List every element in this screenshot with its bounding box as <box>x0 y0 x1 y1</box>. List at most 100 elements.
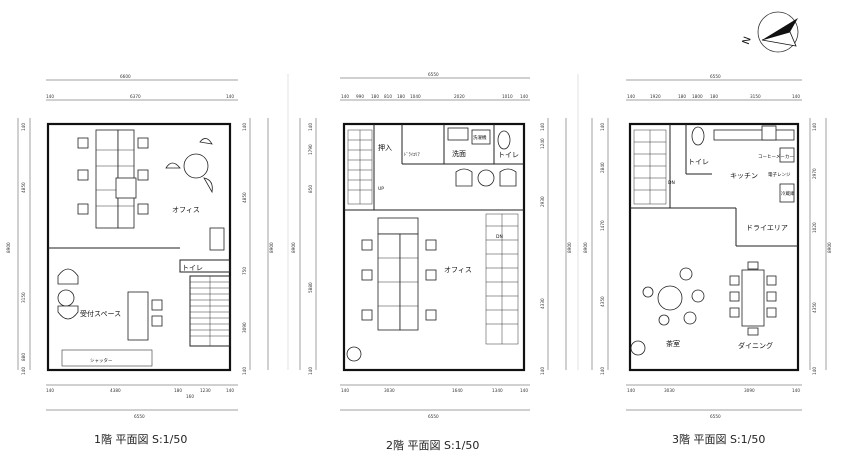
f2-top-sub-6: 2020 <box>454 94 465 99</box>
f2-toilet-bowl <box>497 130 511 150</box>
f1-left-sub-0: 140 <box>21 123 26 131</box>
f3-room-kitchen: キッチン <box>730 172 758 180</box>
f1-meeting-table <box>165 138 213 194</box>
f1-bottom-sub-3: 1230 <box>200 388 211 393</box>
f3-top-overall: 6550 <box>710 74 721 79</box>
f2-room-closet: 押入 <box>378 143 392 152</box>
f2-staircase-up <box>347 129 373 205</box>
f3-room-tea: 茶室 <box>666 339 680 348</box>
f1-side-table <box>57 289 75 307</box>
f3-caption: 3階 平面図 S:1/50 <box>672 432 765 446</box>
f3-right-sub-3: 4350 <box>812 302 817 313</box>
f2-top-sub-0: 140 <box>341 94 349 99</box>
f3-outer-wall <box>628 122 800 372</box>
f2-left-sub-4: 140 <box>308 367 313 375</box>
f3-bottom-sub-3: 140 <box>792 388 800 393</box>
f1-top-sub-0: 140 <box>46 94 54 99</box>
f2-top-sub-7: 1010 <box>502 94 513 99</box>
f1-left-sub-1: 4850 <box>21 182 26 193</box>
f2-right-overall: 8900 <box>567 242 572 253</box>
f3-fridge <box>779 183 795 203</box>
f3-top-sub-0: 140 <box>627 94 635 99</box>
f2-top-sub-5: 1040 <box>410 94 421 99</box>
f2-bottom-sub-0: 140 <box>341 388 349 393</box>
f3-right-sub-4: 140 <box>812 367 817 375</box>
f1-right-sub-3: 3090 <box>242 322 247 333</box>
f1-armchair-bottom <box>57 305 79 320</box>
f2-left-overall: 8900 <box>291 242 296 253</box>
f2-up-label: UP <box>378 186 384 192</box>
f3-top-sub-6: 140 <box>792 94 800 99</box>
f2-top-sub-2: 180 <box>371 94 379 99</box>
f1-right-sub-2: 750 <box>242 267 247 275</box>
f2-room-office: オフィス <box>444 266 472 274</box>
f3-top-sub-2: 180 <box>678 94 686 99</box>
f1-left-sub-4: 140 <box>21 367 26 375</box>
north-arrow-icon: N <box>741 11 799 53</box>
f2-top-sub-8: 140 <box>520 94 528 99</box>
f3-top-sub-4: 180 <box>710 94 718 99</box>
f2-left-sub-3: 5880 <box>308 282 313 293</box>
f1-left-sub-3: 880 <box>21 353 26 361</box>
f2-washer-label: 洗濯機 <box>473 134 487 141</box>
f3-top-sub-5: 3150 <box>750 94 761 99</box>
f2-bottom-sub-2: 1640 <box>452 388 463 393</box>
f1-left-overall: 8900 <box>6 242 11 253</box>
f1-bottom-overall: 6550 <box>134 414 145 419</box>
f3-right-sub-1: 2970 <box>812 168 817 179</box>
f3-top-sub-1: 1920 <box>650 94 661 99</box>
f1-right-sub-0: 140 <box>242 123 247 131</box>
f2-left-sub-1: 1790 <box>308 144 313 155</box>
f2-dn-label: DN <box>496 234 503 240</box>
f2-caption: 2階 平面図 S:1/50 <box>386 438 479 452</box>
f1-desk-cluster <box>77 129 149 229</box>
f1-top-overall: 6600 <box>120 74 131 79</box>
floor-1-plan: 6600 140 6370 140 140 4380 180 1230 140 … <box>6 74 274 446</box>
f3-room-toilet: トイレ <box>688 158 709 166</box>
f1-bottom-extra: 160 <box>186 394 194 399</box>
f2-desk-cluster <box>361 217 437 331</box>
f2-plant-icon <box>346 346 362 362</box>
f2-right-sub-2: 2930 <box>540 196 545 207</box>
f2-bottom-sub-4: 140 <box>520 388 528 393</box>
f3-coffee-label: コーヒーメーカー <box>758 154 794 160</box>
f3-tea-room-lounge <box>642 267 705 326</box>
f3-left-sub-2: 1470 <box>600 220 605 231</box>
f2-right-sub-4: 140 <box>540 367 545 375</box>
floor-2-plan: 6550 140 990 180 810 180 1040 2020 1010 … <box>291 72 572 452</box>
f2-staircase-down <box>485 213 519 345</box>
f1-shutter-label: シャッター <box>90 357 113 364</box>
f1-sink <box>209 227 225 251</box>
f3-right-sub-2: 1020 <box>812 222 817 233</box>
f3-bottom-overall: 6550 <box>710 414 721 419</box>
floor-3-plan: 6550 140 1920 180 1800 180 3150 140 140 … <box>583 74 832 446</box>
f1-bottom-sub-1: 4380 <box>110 388 121 393</box>
f2-right-sub-3: 4330 <box>540 298 545 309</box>
f3-plant-icon <box>630 340 646 356</box>
f2-top-sub-1: 990 <box>356 94 364 99</box>
f3-fridge-label: 冷蔵庫 <box>781 190 795 197</box>
f2-left-sub-0: 140 <box>308 123 313 131</box>
f3-bottom-sub-2: 3090 <box>744 388 755 393</box>
f2-bottom-overall: 6550 <box>428 414 439 419</box>
f1-right-overall: 8900 <box>269 242 274 253</box>
f3-left-overall: 8900 <box>583 242 588 253</box>
f1-room-toilet: トイレ <box>182 264 203 272</box>
f2-top-sub-4: 180 <box>397 94 405 99</box>
f3-left-sub-1: 2840 <box>600 162 605 173</box>
f3-left-sub-4: 140 <box>600 367 605 375</box>
f3-left-sub-3: 4350 <box>600 296 605 307</box>
f1-reception-counter <box>127 291 149 341</box>
f2-room-washroom: 洗面 <box>452 149 466 158</box>
f3-bottom-sub-0: 140 <box>627 388 635 393</box>
f1-top-sub-2: 140 <box>226 94 234 99</box>
f2-bottom-sub-1: 3030 <box>384 388 395 393</box>
f1-bottom-sub-0: 140 <box>46 388 54 393</box>
f3-right-overall: 8900 <box>827 242 832 253</box>
f2-left-sub-2: 850 <box>308 185 313 193</box>
f1-top-sub-1: 6370 <box>130 94 141 99</box>
f3-cabinet-label: 電子レンジ <box>768 171 791 178</box>
f1-right-sub-4: 140 <box>242 367 247 375</box>
